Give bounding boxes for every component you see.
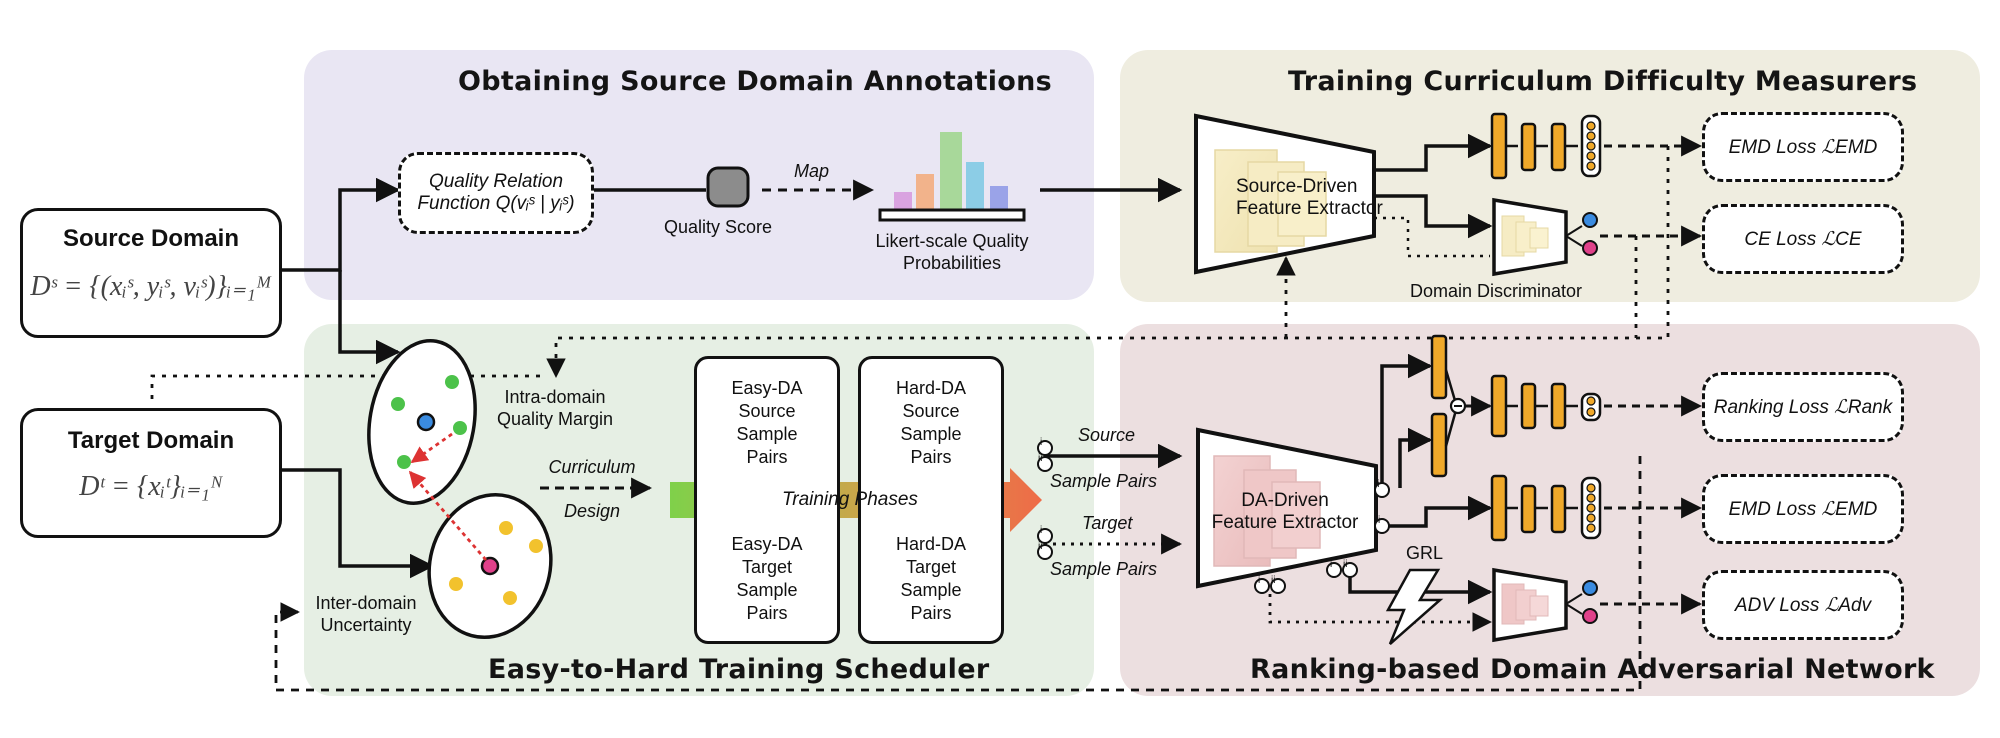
- easy-target-line: Target: [741, 557, 793, 577]
- hard-source-text: Hard-DA Source Sample Pairs: [861, 377, 1001, 469]
- easy-source-text: Easy-DA Source Sample Pairs: [697, 377, 837, 469]
- source-extractor-line2: Feature Extractor: [1236, 198, 1383, 219]
- quality-score-label: Quality Score: [664, 217, 773, 237]
- easy-target-line: Easy-DA: [731, 534, 803, 554]
- easy-source-line: Source: [738, 401, 796, 421]
- da-extractor-label: DA-Driven Feature Extractor: [1210, 490, 1360, 534]
- loss-ce: CE Loss ℒCE: [1702, 204, 1904, 274]
- easy-target-line: Pairs: [746, 603, 788, 623]
- intra-domain-line1: Intra-domain: [504, 387, 606, 407]
- hard-da-card: Hard-DA Source Sample Pairs Hard-DA Targ…: [858, 356, 1004, 644]
- panel-title-source-annotations: Obtaining Source Domain Annotations: [458, 66, 1053, 97]
- source-domain-box: Source Domain Dˢ = {(xᵢˢ, yᵢˢ, vᵢˢ)}ᵢ₌₁ᴹ: [20, 208, 282, 338]
- easy-da-card: Easy-DA Source Sample Pairs Easy-DA Targ…: [694, 356, 840, 644]
- target-pairs-label-2: Sample Pairs: [1050, 559, 1158, 579]
- panel-title-ranking-network: Ranking-based Domain Adversarial Network: [1250, 654, 1935, 685]
- curriculum-label-bottom: Design: [563, 501, 621, 521]
- source-extractor-label: Source-Driven Feature Extractor: [1236, 176, 1383, 220]
- easy-source-line: Easy-DA: [731, 378, 803, 398]
- source-domain-formula: Dˢ = {(xᵢˢ, yᵢˢ, vᵢˢ)}ᵢ₌₁ᴹ: [30, 271, 272, 302]
- easy-target-text: Easy-DA Target Sample Pairs: [697, 533, 837, 625]
- curriculum-label-top: Curriculum: [548, 457, 636, 477]
- loss-emd-bottom: EMD Loss ℒEMD: [1702, 474, 1904, 544]
- domain-discriminator-label: Domain Discriminator: [1410, 281, 1583, 301]
- marker-i: i: [1040, 525, 1043, 536]
- hard-target-line: Hard-DA: [895, 534, 966, 554]
- target-pairs-label-1: Target: [1082, 513, 1133, 533]
- hard-source-line: Source: [902, 401, 960, 421]
- marker-i: i: [1378, 515, 1381, 526]
- easy-source-line: Sample: [736, 424, 798, 444]
- inter-domain-label: Inter-domain Uncertainty: [306, 592, 426, 636]
- training-phases-label: Training Phases: [782, 489, 918, 510]
- marker-ii: ii: [1038, 541, 1043, 552]
- target-domain-formula: Dᵗ = {xᵢᵗ}ᵢ₌₁ᴺ: [79, 471, 223, 502]
- loss-emd-top: EMD Loss ℒEMD: [1702, 112, 1904, 182]
- source-pairs-label-2: Sample Pairs: [1050, 471, 1158, 491]
- quality-relation-line1: Quality Relation: [428, 171, 564, 192]
- hard-target-text: Hard-DA Target Sample Pairs: [861, 533, 1001, 625]
- inter-domain-line1: Inter-domain: [315, 593, 417, 613]
- quality-relation-line2: Function Q(vᵢˢ | yᵢˢ): [417, 193, 575, 214]
- hard-source-line: Hard-DA: [895, 378, 966, 398]
- hard-source-line: Pairs: [910, 447, 952, 467]
- source-extractor-line1: Source-Driven: [1236, 176, 1358, 197]
- panel-title-curriculum-measurers: Training Curriculum Difficulty Measurers: [1288, 66, 1918, 97]
- hard-target-line: Pairs: [910, 603, 952, 623]
- marker-i: i: [1040, 437, 1043, 448]
- intra-domain-line2: Quality Margin: [496, 409, 614, 429]
- da-extractor-line2: Feature Extractor: [1211, 512, 1359, 533]
- panel-title-training-scheduler: Easy-to-Hard Training Scheduler: [488, 654, 990, 685]
- easy-source-line: Pairs: [746, 447, 788, 467]
- loss-adv: ADV Loss ℒAdv: [1702, 570, 1904, 640]
- marker-i: i: [1258, 575, 1261, 586]
- intra-domain-label: Intra-domain Quality Margin: [490, 386, 620, 430]
- grl-label: GRL: [1406, 543, 1444, 563]
- likert-label: Likert-scale Quality Probabilities: [866, 230, 1038, 274]
- likert-label-line1: Likert-scale Quality: [875, 231, 1029, 251]
- target-domain-title: Target Domain: [67, 427, 235, 454]
- marker-i: i: [1330, 559, 1333, 570]
- marker-ii: ii: [1271, 575, 1276, 586]
- marker-ii: ii: [1375, 479, 1380, 490]
- target-domain-box: Target Domain Dᵗ = {xᵢᵗ}ᵢ₌₁ᴺ: [20, 408, 282, 538]
- hard-source-line: Sample: [900, 424, 962, 444]
- likert-label-line2: Probabilities: [902, 253, 1002, 273]
- map-label: Map: [794, 161, 830, 181]
- da-extractor-line1: DA-Driven: [1241, 490, 1329, 511]
- marker-ii: ii: [1038, 453, 1043, 464]
- marker-ii: ii: [1343, 559, 1348, 570]
- loss-ranking: Ranking Loss ℒRank: [1702, 372, 1904, 442]
- source-domain-title: Source Domain: [62, 225, 240, 252]
- easy-target-line: Sample: [736, 580, 798, 600]
- hard-target-line: Target: [905, 557, 957, 577]
- inter-domain-line2: Uncertainty: [320, 615, 412, 635]
- hard-target-line: Sample: [900, 580, 962, 600]
- quality-relation-box: Quality Relation Function Q(vᵢˢ | yᵢˢ): [398, 152, 594, 234]
- source-pairs-label-1: Source: [1078, 425, 1136, 445]
